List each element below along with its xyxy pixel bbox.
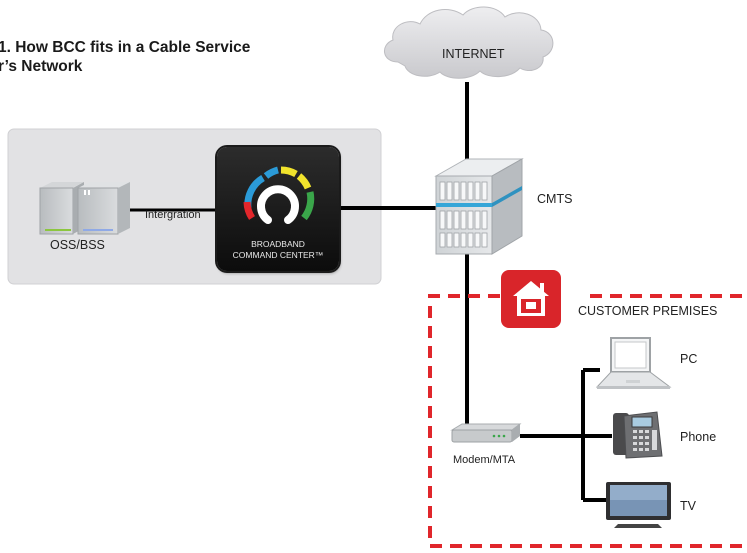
title-line-1: 1. How BCC fits in a Cable Service (0, 39, 251, 56)
bcc-ring-icon (243, 166, 315, 224)
bcc-label-line-1: BROADBAND (251, 239, 305, 249)
title-line-2: r’s Network (0, 58, 83, 75)
phone-label: Phone (680, 430, 717, 444)
oss-bss-label: OSS/BSS (50, 238, 105, 252)
phone-icon (613, 411, 663, 459)
customer-premises-boundary (428, 294, 747, 548)
laptop-icon (595, 337, 672, 389)
diagram-title: 1. How BCC fits in a Cable Service r’s Ne… (0, 38, 250, 76)
internet-label: INTERNET (442, 47, 505, 61)
pc-label: PC (680, 352, 698, 366)
tv-icon (606, 482, 671, 528)
oss-bss-server-icon (39, 182, 130, 235)
modem-label: Modem/MTA (453, 454, 516, 466)
customer-premises-label: CUSTOMER PREMISES (578, 304, 718, 318)
home-icon (501, 270, 561, 328)
bcc-label: BROADBAND COMMAND CENTER™ (217, 239, 339, 261)
cmts-icon (434, 158, 524, 255)
broadband-command-center-card: BROADBAND COMMAND CENTER™ (217, 147, 339, 271)
internet-cloud-icon (384, 6, 554, 79)
bcc-label-line-2: COMMAND CENTER™ (232, 250, 324, 260)
modem-icon (450, 423, 522, 443)
cmts-label: CMTS (537, 192, 573, 206)
tv-label: TV (680, 499, 696, 513)
integration-label: Intergration (145, 209, 201, 221)
